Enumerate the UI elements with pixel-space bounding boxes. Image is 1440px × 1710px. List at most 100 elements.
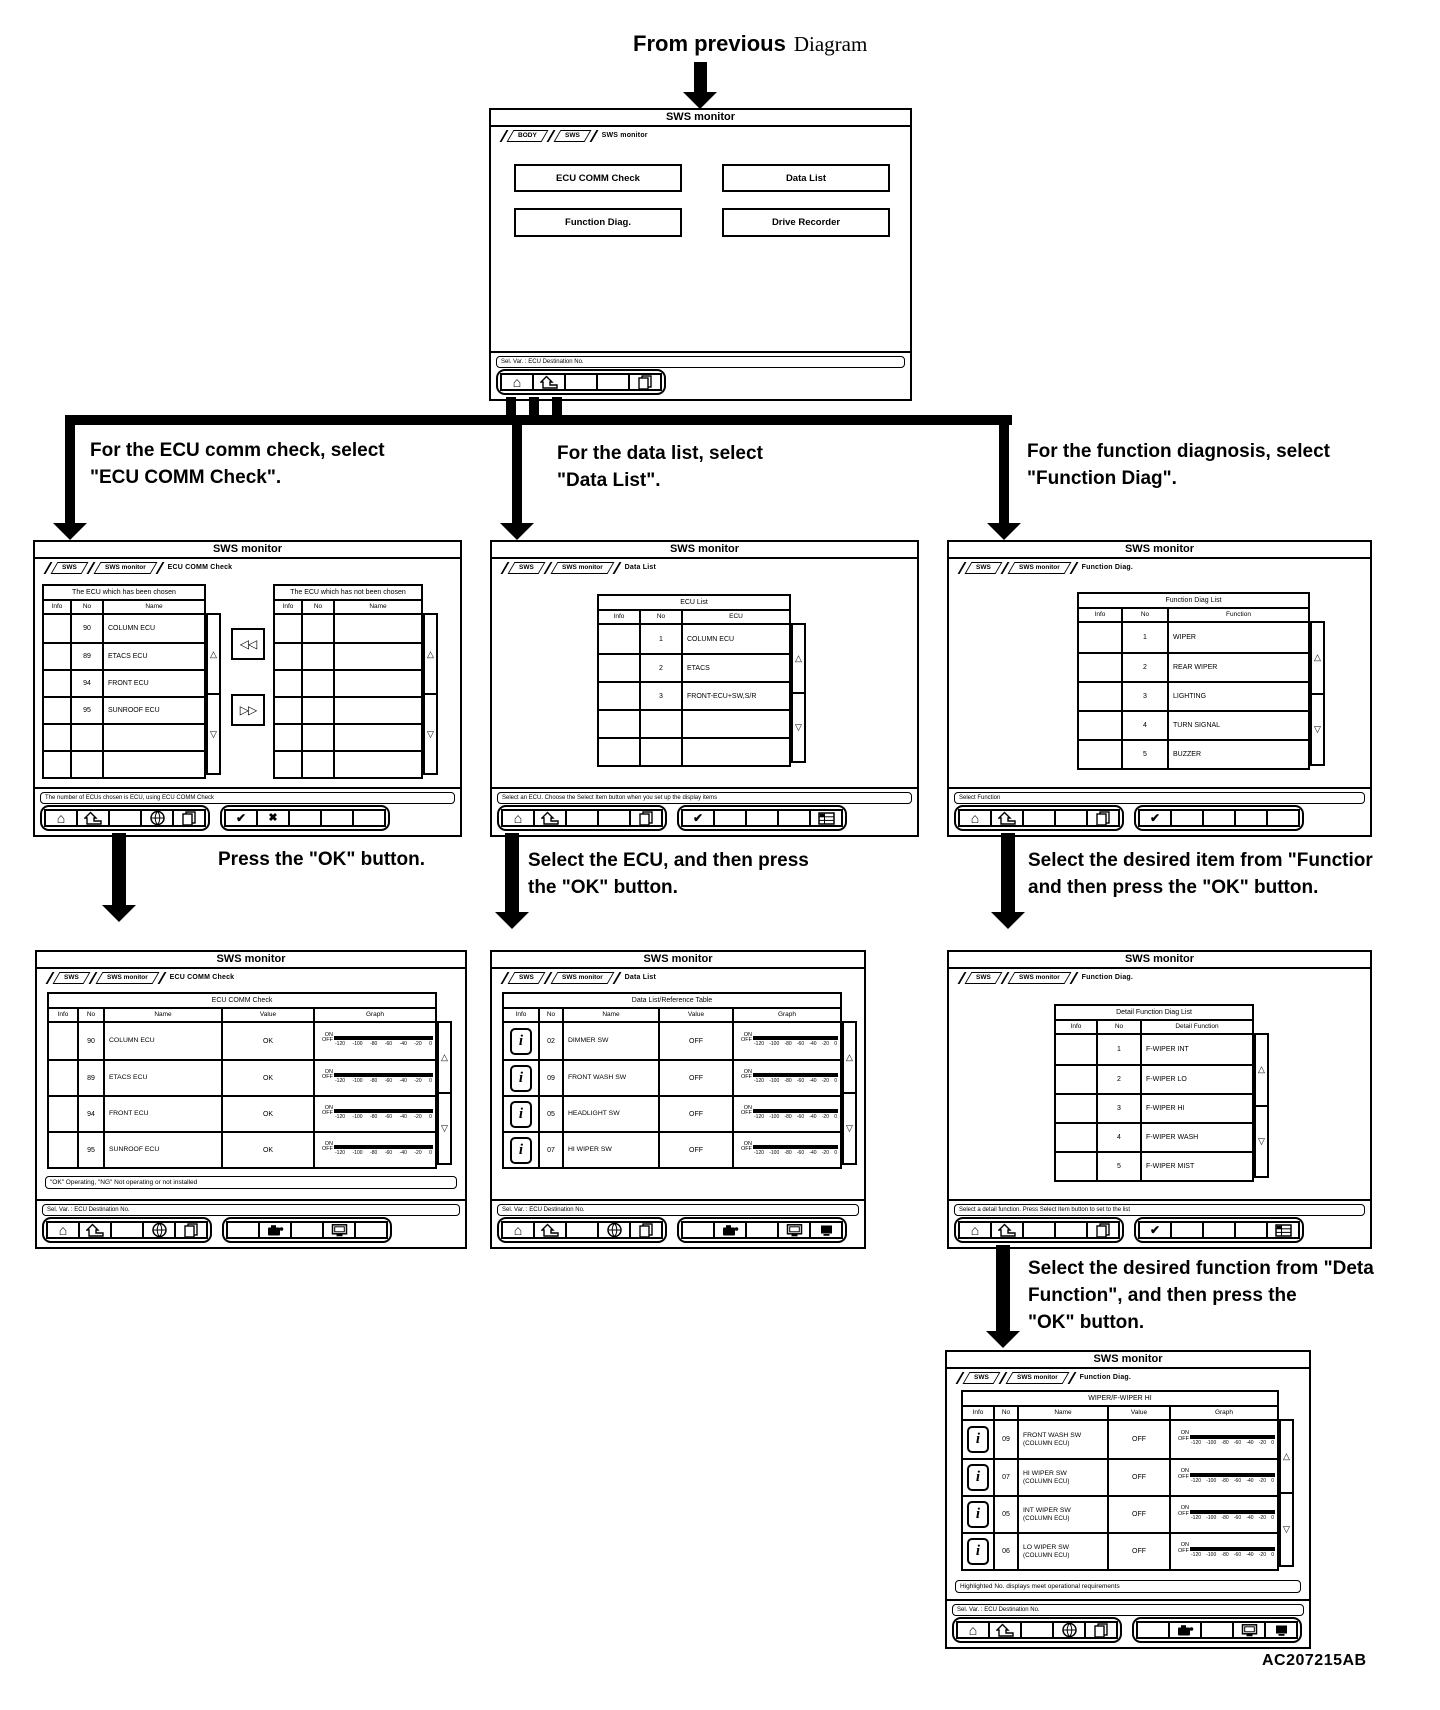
back-button[interactable]	[988, 1621, 1022, 1639]
scrollbar[interactable]: △▽	[437, 1021, 452, 1165]
page-button[interactable]	[172, 809, 206, 827]
tab-sws[interactable]: SWS	[962, 1371, 1001, 1384]
scroll-up-button[interactable]: △	[1312, 623, 1323, 693]
scrollbar[interactable]: △▽	[1279, 1419, 1294, 1567]
page-button[interactable]	[1086, 1221, 1120, 1239]
globe-button[interactable]	[597, 1221, 631, 1239]
home-button[interactable]: ⌂	[46, 1221, 80, 1239]
scroll-down-button[interactable]: ▽	[793, 692, 804, 761]
table-row[interactable]	[275, 723, 421, 750]
table-row[interactable]	[599, 709, 789, 737]
table-row[interactable]	[275, 696, 421, 723]
home-button[interactable]: ⌂	[501, 1221, 535, 1239]
scrollbar[interactable]: △▽	[206, 613, 221, 775]
tab-sws-monitor[interactable]: SWS monitor	[1007, 971, 1072, 984]
back-button[interactable]	[76, 809, 110, 827]
tab-sws-monitor[interactable]: SWS monitor	[95, 971, 160, 984]
list-button[interactable]	[809, 809, 843, 827]
scrollbar[interactable]: △▽	[423, 613, 438, 775]
menu-data-list-button[interactable]: Data List	[722, 164, 890, 192]
home-button[interactable]: ⌂	[44, 809, 78, 827]
ok-button[interactable]: ✔	[681, 809, 715, 827]
info-icon[interactable]: i	[510, 1136, 532, 1164]
tab-sws-monitor[interactable]: SWS monitor	[93, 561, 158, 574]
scroll-down-button[interactable]: ▽	[844, 1092, 855, 1163]
monitor-button[interactable]	[1232, 1621, 1266, 1639]
info-icon[interactable]: i	[510, 1027, 532, 1055]
page-button[interactable]	[629, 809, 663, 827]
back-button[interactable]	[990, 1221, 1024, 1239]
scrollbar[interactable]: △▽	[842, 1021, 857, 1165]
scroll-down-button[interactable]: ▽	[439, 1092, 450, 1163]
info-icon[interactable]: i	[967, 1538, 989, 1565]
cancel-button[interactable]: ✖	[256, 809, 290, 827]
back-button[interactable]	[533, 1221, 567, 1239]
tab-sws[interactable]: SWS	[507, 971, 546, 984]
tab-current[interactable]: ECU COMM Check	[169, 974, 235, 981]
scroll-down-button[interactable]: ▽	[1312, 692, 1323, 765]
globe-button[interactable]	[140, 809, 174, 827]
ok-button[interactable]: ✔	[1138, 1221, 1172, 1239]
recorder-button[interactable]	[713, 1221, 747, 1239]
table-row[interactable]	[275, 750, 421, 777]
tab-current[interactable]: SWS monitor	[601, 132, 648, 139]
move-right-button[interactable]: ▷▷	[231, 694, 265, 726]
tab-sws-monitor[interactable]: SWS monitor	[550, 971, 615, 984]
list-button[interactable]	[1266, 1221, 1300, 1239]
menu-ecu-comm-check-button[interactable]: ECU COMM Check	[514, 164, 682, 192]
table-row[interactable]	[275, 615, 421, 642]
ok-button[interactable]: ✔	[224, 809, 258, 827]
table-row[interactable]	[275, 669, 421, 696]
tab-sws[interactable]: SWS	[964, 971, 1003, 984]
tab-sws[interactable]: SWS	[50, 561, 89, 574]
monitor-button[interactable]	[322, 1221, 356, 1239]
info-icon[interactable]: i	[510, 1064, 532, 1092]
scrollbar[interactable]: △▽	[1310, 621, 1325, 766]
info-icon[interactable]: i	[510, 1100, 532, 1128]
scroll-up-button[interactable]: △	[439, 1023, 450, 1092]
table-row[interactable]	[44, 750, 204, 777]
menu-drive-recorder-button[interactable]: Drive Recorder	[722, 208, 890, 237]
tab-sws[interactable]: SWS	[964, 561, 1003, 574]
scroll-down-button[interactable]: ▽	[1256, 1104, 1267, 1177]
scroll-up-button[interactable]: △	[208, 615, 219, 693]
page-button[interactable]	[628, 373, 662, 391]
table-row[interactable]	[599, 737, 789, 765]
scroll-down-button[interactable]: ▽	[1281, 1492, 1292, 1565]
recorder-button[interactable]	[1168, 1621, 1202, 1639]
tab-sws[interactable]: SWS	[507, 561, 546, 574]
page-button[interactable]	[174, 1221, 208, 1239]
tab-body[interactable]: BODY	[506, 129, 549, 142]
tab-current[interactable]: Data List	[624, 564, 656, 571]
tab-sws[interactable]: SWS	[52, 971, 91, 984]
tab-current[interactable]: Function Diag.	[1081, 564, 1134, 571]
move-left-button[interactable]: ◁◁	[231, 628, 265, 660]
info-icon[interactable]: i	[967, 1426, 989, 1453]
monitor-button[interactable]	[777, 1221, 811, 1239]
tab-sws-monitor[interactable]: SWS monitor	[1007, 561, 1072, 574]
info-icon[interactable]: i	[967, 1501, 989, 1528]
back-button[interactable]	[990, 809, 1024, 827]
scroll-up-button[interactable]: △	[793, 625, 804, 692]
tab-sws-monitor[interactable]: SWS monitor	[1005, 1371, 1070, 1384]
home-button[interactable]: ⌂	[958, 809, 992, 827]
scroll-up-button[interactable]: △	[1256, 1035, 1267, 1105]
home-button[interactable]: ⌂	[956, 1621, 990, 1639]
tab-sws[interactable]: SWS	[553, 129, 592, 142]
